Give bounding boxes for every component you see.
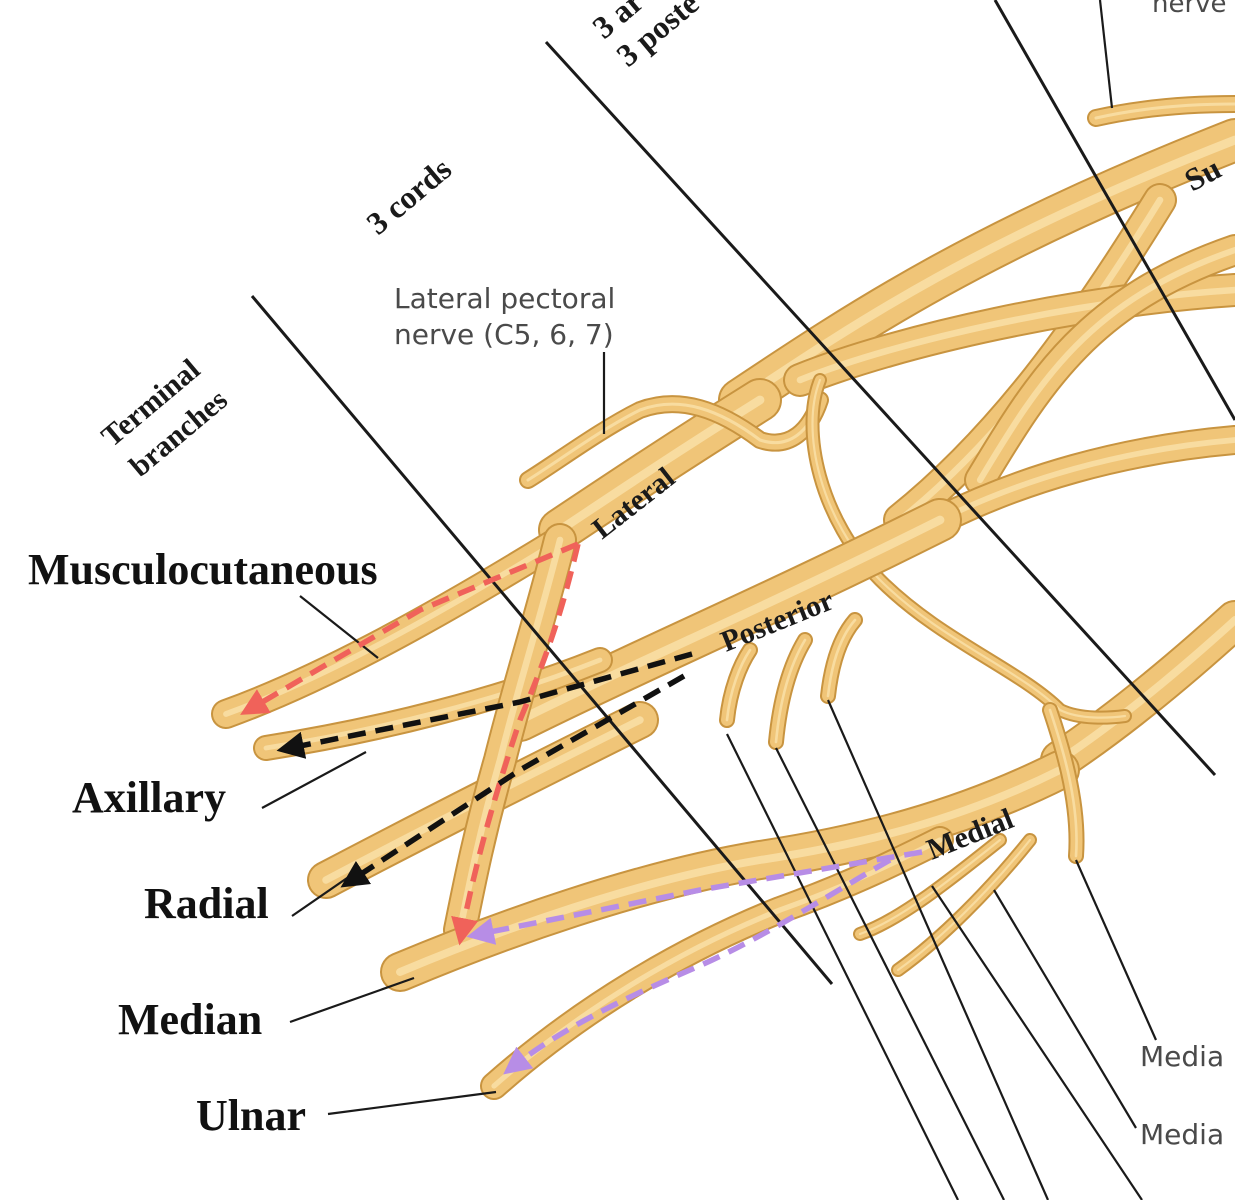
nerve-top-right-small-highlight <box>1094 102 1235 120</box>
leader-post-branch-1 <box>726 733 959 1200</box>
nerve-group <box>211 95 1235 1100</box>
nerve-median-highlight <box>396 766 1064 976</box>
leader-top-right-nerve <box>1098 0 1114 109</box>
arrow-posterior-to-axillary <box>276 651 693 759</box>
nerve-medial-trunk-upper-highlight <box>1056 616 1235 764</box>
leader-radial <box>291 875 351 917</box>
nerve-middle-trunk-highlight <box>796 286 1235 384</box>
top-right-nerve-label-partial: nerve <box>1152 0 1227 19</box>
divider-divisions-trunks <box>993 0 1235 421</box>
nerve-medial-small-1-highlight <box>858 838 1002 936</box>
section-dividers <box>250 0 1235 985</box>
nerve-medial-cutaneous-highlight <box>1048 708 1078 858</box>
musculocutaneous-label: Musculocutaneous <box>28 545 378 594</box>
nerve-median-lateral-root-highlight <box>456 536 564 934</box>
terminal-branch-labels: Musculocutaneous Axillary Radial Median … <box>28 545 378 1140</box>
lateral-pectoral-label-line1: Lateral pectoral <box>394 282 615 315</box>
cords-section-label: 3 cords <box>359 150 458 241</box>
nerve-posterior-branch-3-highlight <box>826 618 857 698</box>
leader-ulnar <box>327 1090 497 1116</box>
arrow-lateral-to-musculocutaneous <box>240 541 580 715</box>
nerve-posterior-cord-highlight <box>515 515 945 725</box>
nerve-posterior-branch-2 <box>770 634 811 748</box>
right-edge-labels: Media Media <box>1140 1040 1224 1151</box>
arrow-medial-to-ulnar <box>503 857 892 1075</box>
nerve-medial-small-2-highlight <box>896 838 1032 972</box>
median-label: Median <box>118 995 262 1044</box>
axillary-label: Axillary <box>72 773 226 822</box>
right-label-media-1: Media <box>1140 1040 1224 1073</box>
leader-lines <box>261 0 1158 1200</box>
leader-medial-branch-1 <box>931 885 1143 1200</box>
right-label-media-2: Media <box>1140 1118 1224 1151</box>
leader-axillary <box>261 751 367 809</box>
arrow-lateral-to-median <box>451 543 581 946</box>
arrow-medial-to-median <box>466 849 923 945</box>
posterior-cord-arrows <box>276 651 693 888</box>
leader-post-branch-2 <box>775 747 1005 1200</box>
nerve-axillary-highlight <box>263 657 603 751</box>
nerve-ansa-loop-highlight <box>811 378 1127 719</box>
radial-label: Radial <box>144 879 269 928</box>
leader-musculocutaneous <box>299 595 379 659</box>
nerve-posterior-branch-1 <box>721 644 756 726</box>
arrow-posterior-to-radial <box>340 673 686 888</box>
leader-median <box>289 976 415 1024</box>
leader-medial-branch-2 <box>993 889 1137 1129</box>
leader-medial-branch-3 <box>1074 859 1158 1041</box>
nerve-posterior-branch-2-highlight <box>774 638 807 744</box>
nerve-lower-division-highlight <box>937 437 1235 523</box>
lateral-cord-arrows <box>240 541 581 946</box>
nerve-posterior-branch-3 <box>822 614 861 702</box>
nerve-trunk-crossing-highlight <box>976 246 1235 484</box>
ulnar-label: Ulnar <box>196 1091 306 1140</box>
divider-terminal-cords <box>250 295 834 985</box>
nerve-posterior-branch-1-highlight <box>725 648 752 722</box>
nerve-lateral-pectoral-highlight <box>526 398 822 482</box>
medial-cord-arrows <box>466 849 923 1075</box>
leader-post-branch-3 <box>826 699 1050 1200</box>
lateral-pectoral-label-line2: nerve (C5, 6, 7) <box>394 318 614 351</box>
divider-cords-divisions <box>544 40 1217 777</box>
